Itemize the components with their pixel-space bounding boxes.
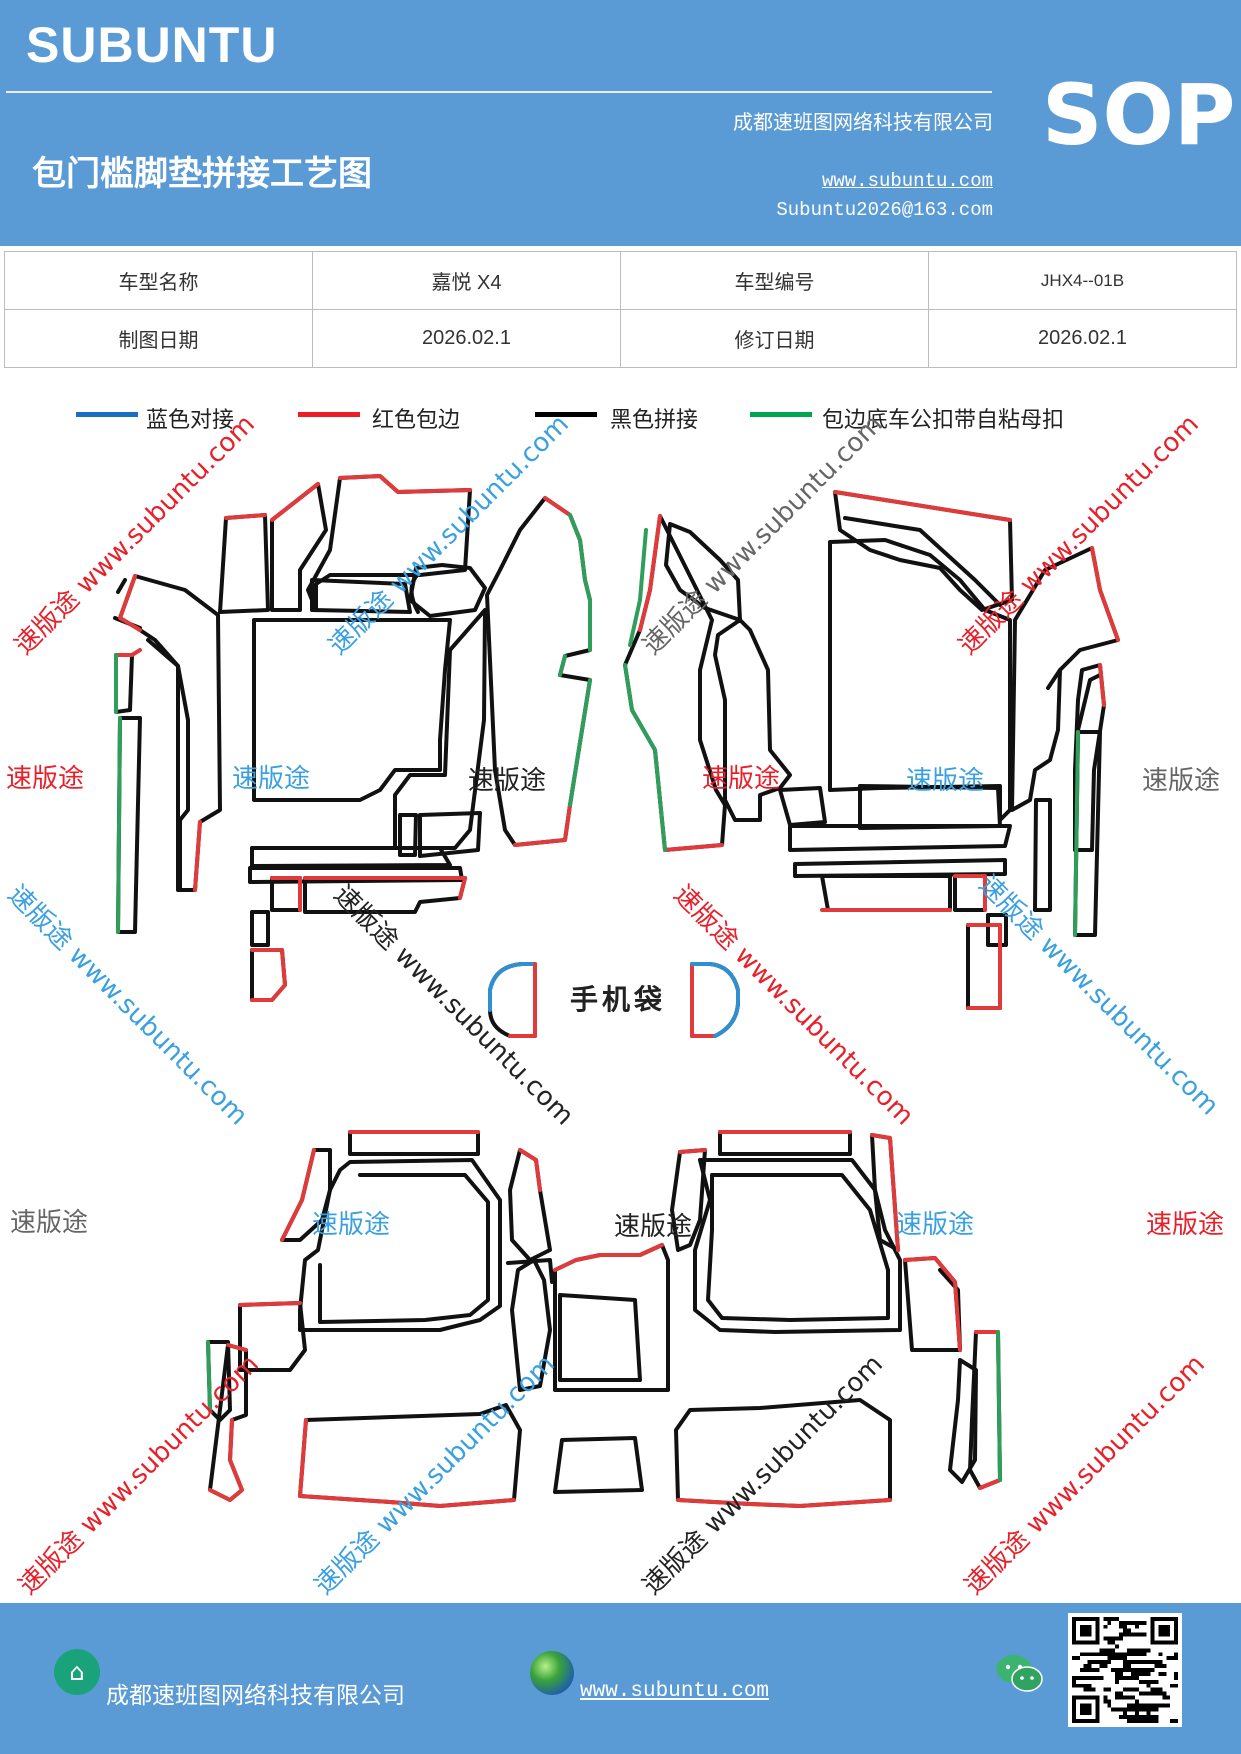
mat-piece	[393, 608, 487, 850]
center-strip	[553, 1436, 644, 1494]
watermark-label: 速版途	[10, 1208, 89, 1238]
brand-logo: SUBUNTU	[26, 17, 278, 73]
red-binding-edges	[114, 474, 1120, 1508]
header-divider	[6, 91, 992, 93]
mat-piece	[418, 811, 482, 858]
main-mat	[828, 538, 1012, 822]
mat-splice-diagram	[113, 474, 1120, 1508]
watermark-label: 速版途	[6, 764, 85, 794]
label-cell: 修订日期	[620, 309, 929, 368]
sop-badge: SOP	[1042, 66, 1236, 164]
header-website-link[interactable]: www.subuntu.com	[821, 170, 993, 192]
page-title: 包门槛脚垫拼接工艺图	[32, 154, 372, 194]
watermark-label: 速版途	[468, 766, 547, 796]
mat-piece	[398, 813, 418, 857]
splice-line	[409, 572, 420, 614]
splice-line	[1076, 673, 1102, 732]
strip-piece	[348, 1130, 480, 1156]
value-cell: 2026.02.1	[928, 309, 1237, 368]
side-panel	[118, 574, 222, 892]
legend-label: 黑色拼接	[610, 408, 699, 433]
watermark-label: 速版途	[232, 764, 311, 794]
side-strip	[1033, 798, 1052, 912]
footer-company: 成都速班图网络科技有限公司	[106, 1683, 405, 1709]
splice-line	[558, 1293, 642, 1382]
qr-code	[1068, 1613, 1182, 1727]
footer-website-link[interactable]: www.subuntu.com	[580, 1680, 770, 1703]
main-mat	[693, 1158, 902, 1334]
side-panel	[510, 1258, 552, 1392]
mat-piece	[310, 578, 412, 614]
strip-piece	[986, 913, 1008, 947]
watermark-label: 速版途	[896, 1210, 975, 1240]
rear-right-mat-group	[670, 1130, 1002, 1508]
strip-piece	[250, 846, 452, 868]
footer-banner: ⌂ 成都速班图网络科技有限公司 www.subuntu.com	[0, 1603, 1241, 1754]
house-icon: ⌂	[54, 1649, 100, 1695]
globe-icon	[530, 1651, 574, 1695]
table-row: 制图日期 2026.02.1 修订日期 2026.02.1	[4, 309, 1237, 368]
main-mat	[252, 618, 452, 802]
header-company: 成都速班图网络科技有限公司	[733, 110, 993, 134]
splice-line	[506, 1258, 554, 1284]
legend-swatch-blue	[76, 412, 138, 417]
value-cell: JHX4--01B	[928, 251, 1237, 310]
label-cell: 制图日期	[4, 309, 313, 368]
watermark-label: 速版途	[312, 1210, 391, 1240]
legend-swatch-black	[535, 412, 597, 417]
legend-label: 包边底车公扣带自粘母扣	[822, 408, 1065, 433]
watermark-label: 速版途	[906, 766, 985, 796]
wechat-icon[interactable]	[994, 1653, 1044, 1695]
mat-piece	[713, 618, 792, 822]
center-mat	[553, 1243, 670, 1392]
mat-piece	[218, 513, 270, 614]
side-panel	[948, 1358, 978, 1484]
watermark-label: 速版途	[702, 764, 781, 794]
splice-line	[1046, 668, 1062, 690]
header-email: Subuntu2026@163.com	[776, 199, 993, 221]
main-mat	[298, 1158, 502, 1332]
green-strip	[114, 653, 134, 714]
strip-piece	[250, 910, 270, 947]
front-right-panel	[485, 496, 592, 847]
strip-piece	[966, 923, 1002, 1010]
strip-piece	[820, 874, 952, 912]
side-panel	[903, 1256, 962, 1352]
label-cell: 车型名称	[4, 251, 313, 310]
splice-line	[843, 516, 1002, 607]
legend: 蓝色对接 红色包边 黑色拼接 包边底车公扣带自粘母扣	[0, 400, 1241, 440]
legend-swatch-red	[298, 412, 360, 417]
watermark-label: 速版途	[614, 1212, 693, 1242]
label-cell: 车型编号	[620, 251, 929, 310]
value-cell: 2026.02.1	[312, 309, 621, 368]
header-banner: SUBUNTU 成都速班图网络科技有限公司 包门槛脚垫拼接工艺图 www.sub…	[0, 0, 1241, 246]
phone-pocket-label: 手机袋	[570, 983, 667, 1016]
strip-piece	[718, 1130, 852, 1156]
strip-piece	[793, 858, 1007, 878]
table-row: 车型名称 嘉悦 X4 车型编号 JHX4--01B	[4, 251, 1237, 310]
splice-line	[146, 638, 190, 892]
legend-label: 红色包边	[372, 408, 461, 433]
legend-swatch-green	[750, 412, 812, 417]
value-cell: 嘉悦 X4	[312, 251, 621, 310]
strip-piece	[788, 824, 1012, 852]
legend-label: 蓝色对接	[146, 408, 235, 433]
vehicle-info-table: 车型名称 嘉悦 X4 车型编号 JHX4--01B 制图日期 2026.02.1…	[4, 251, 1237, 368]
mat-piece	[778, 786, 827, 827]
splice-line	[706, 1173, 890, 1322]
watermark-label: 速版途	[1146, 1210, 1225, 1240]
watermark-label: 速版途	[1142, 766, 1221, 796]
green-fastener-edges	[114, 513, 1080, 1482]
side-panel	[508, 1148, 552, 1262]
splice-line	[318, 1173, 490, 1324]
